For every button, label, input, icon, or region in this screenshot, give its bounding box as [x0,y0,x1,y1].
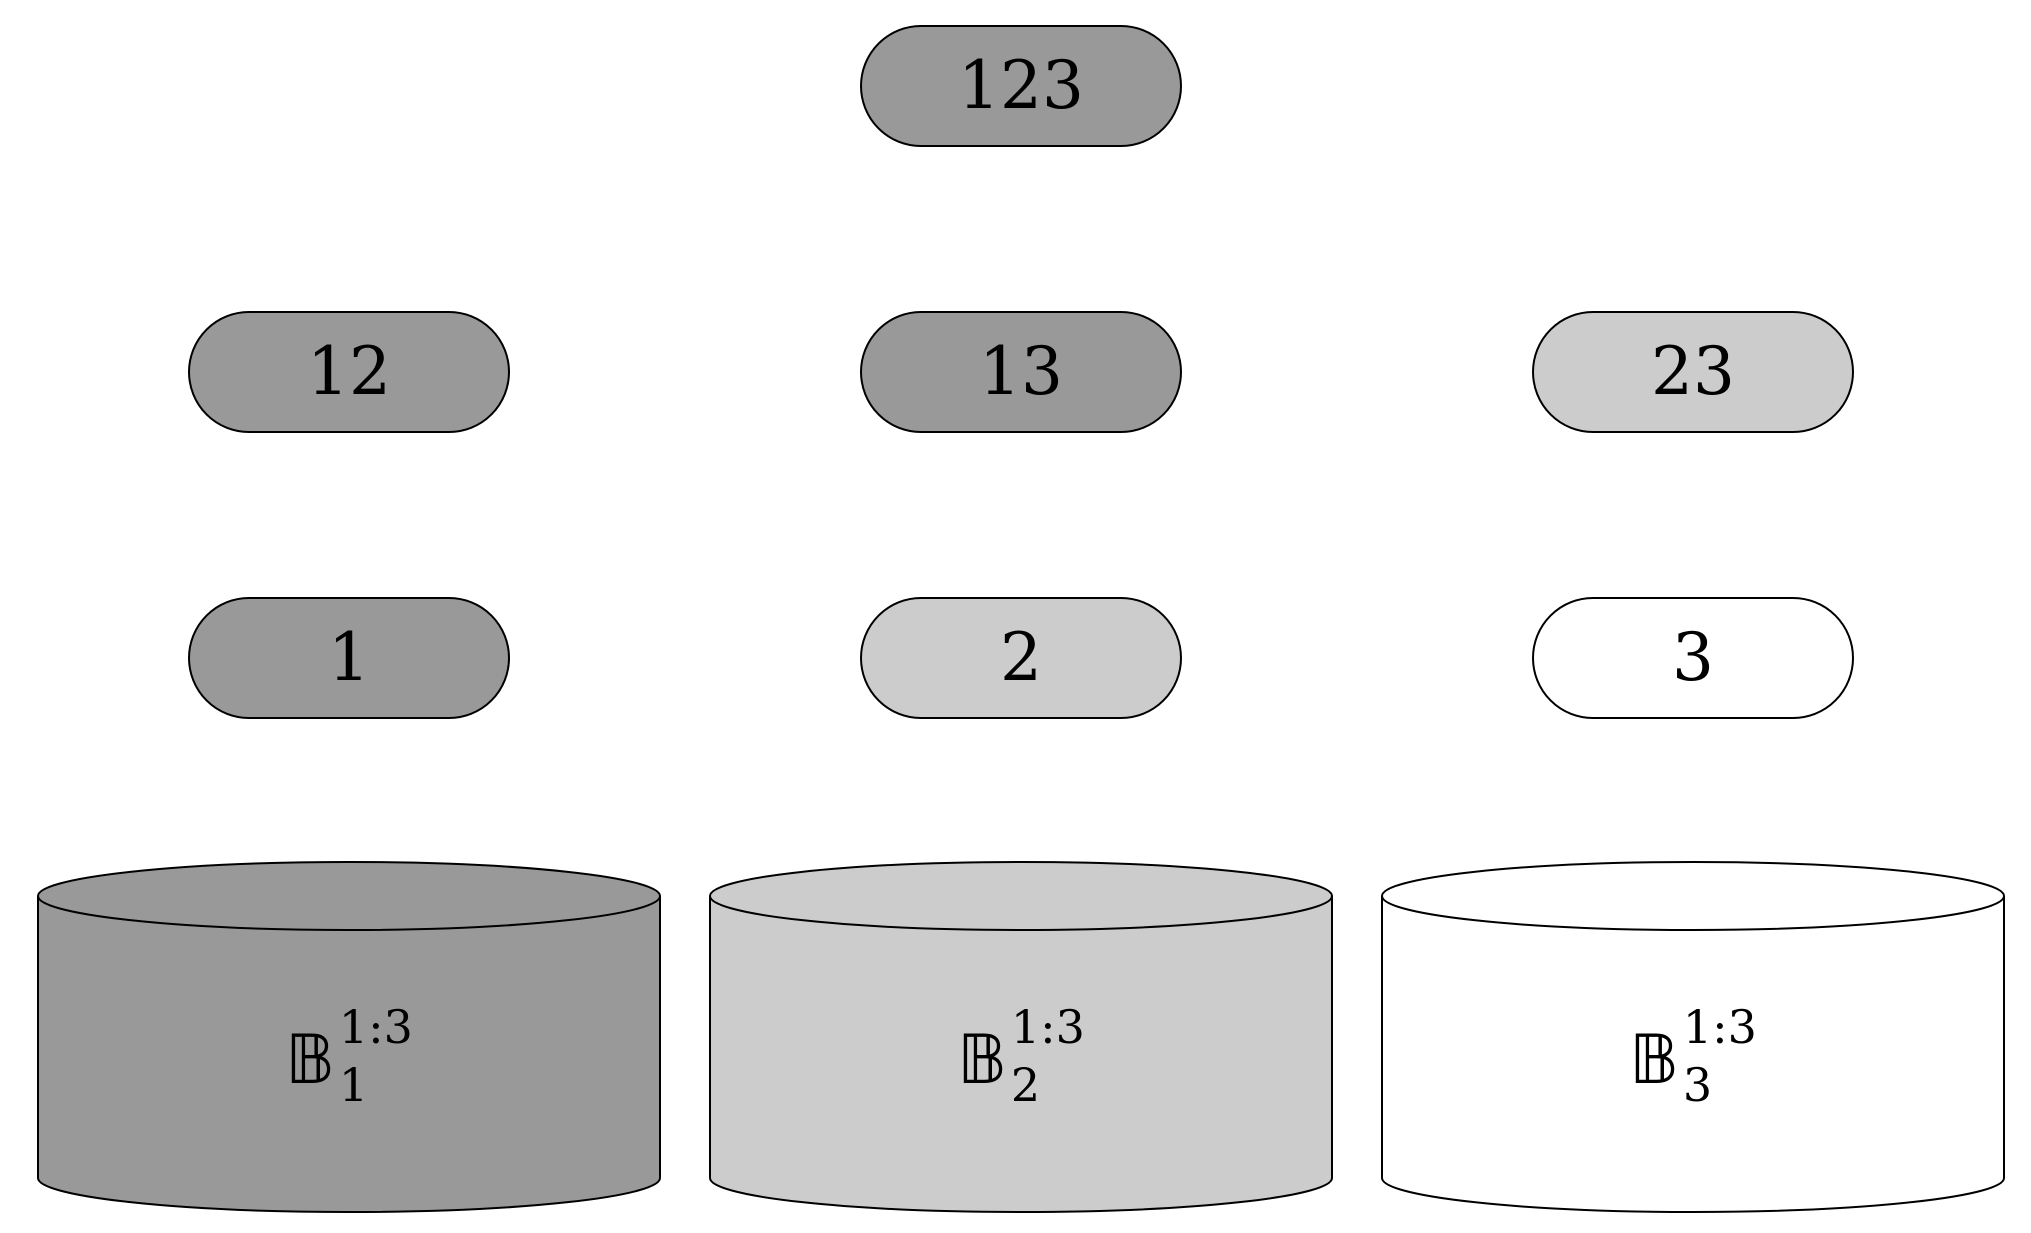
subscript: 2 [1010,1058,1041,1112]
blackboard-b-symbol: 𝔹 [957,1020,1007,1100]
blackboard-b-symbol: 𝔹 [1629,1020,1679,1100]
node-label: 12 [307,333,391,410]
cylinder-shape [37,861,661,1213]
cylinder-shape [1381,861,2005,1213]
node-23: 23 [1532,311,1854,433]
superscript: 1:3 [338,1000,413,1054]
node-label: 3 [1672,619,1714,696]
node-label: 23 [1651,333,1735,410]
node-3: 3 [1532,597,1854,719]
database-3: 𝔹 1:3 3 [1380,860,2006,1214]
cylinder-shape [709,861,1333,1213]
node-123: 123 [860,25,1182,147]
database-2: 𝔹 1:3 2 [708,860,1334,1214]
node-12: 12 [188,311,510,433]
node-13: 13 [860,311,1182,433]
database-label: 𝔹 1:3 3 [1380,1000,2006,1120]
node-label: 2 [1000,619,1042,696]
database-label: 𝔹 1:3 2 [708,1000,1334,1120]
node-1: 1 [188,597,510,719]
node-label: 13 [979,333,1063,410]
subscript: 3 [1682,1058,1713,1112]
database-1: 𝔹 1:3 1 [36,860,662,1214]
superscript: 1:3 [1010,1000,1085,1054]
subscript: 1 [338,1058,369,1112]
superscript: 1:3 [1682,1000,1757,1054]
node-label: 1 [328,619,370,696]
node-label: 123 [958,47,1084,124]
blackboard-b-symbol: 𝔹 [285,1020,335,1100]
database-label: 𝔹 1:3 1 [36,1000,662,1120]
node-2: 2 [860,597,1182,719]
